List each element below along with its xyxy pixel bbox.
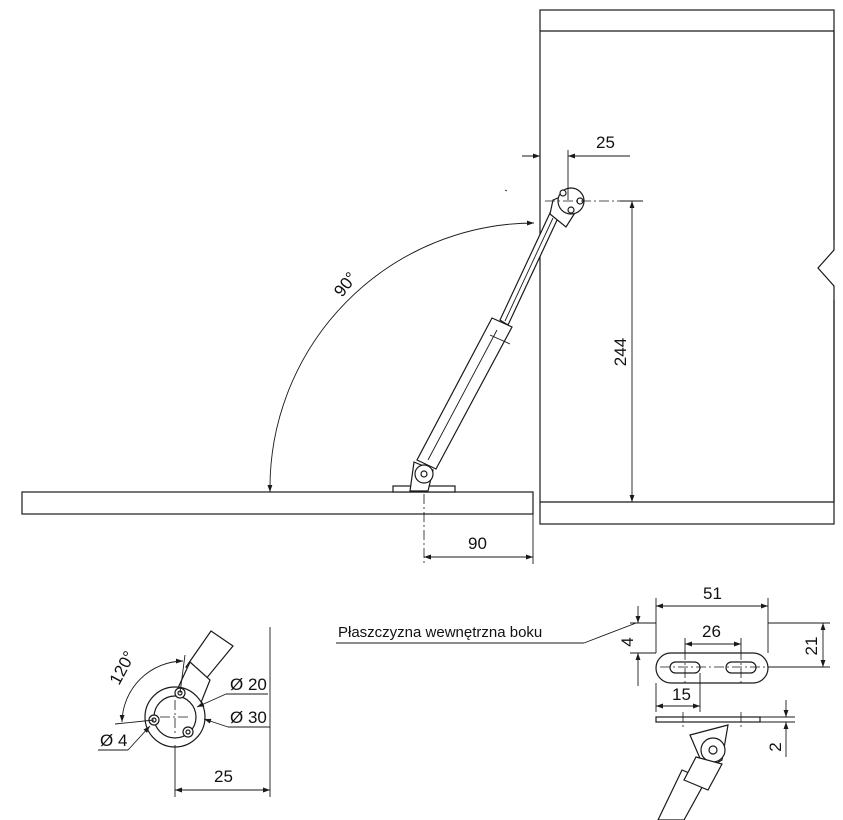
dim-offset-top-text: 25: [596, 133, 615, 152]
cabinet-side-panel: [539, 9, 843, 525]
dim-offset-bottom-text: 90: [468, 534, 487, 553]
gas-strut: [392, 187, 585, 493]
dim-offset-bottom: 90: [423, 494, 534, 564]
dim-mount-offset-text: 25: [214, 767, 233, 786]
dim-diameter-large-text: Ø 30: [230, 708, 267, 727]
dim-slot-offset-text: 15: [672, 685, 691, 704]
strut-bottom-mount: [392, 461, 456, 493]
angle-opening-text: 90°: [330, 268, 361, 300]
dim-plate-height-text: 21: [802, 637, 821, 656]
dim-edge-offset-text: 4: [618, 637, 637, 646]
flap-board: [21, 491, 534, 515]
dim-height: 244: [611, 200, 643, 502]
main-view: 25 244 90 90°: [21, 9, 843, 564]
angle-holes-text: 120°: [106, 648, 139, 688]
mount-detail: 120° Ø 20 Ø 30 Ø 4 25: [98, 627, 271, 797]
plate-detail: Płaszczyzna wewnętrzna boku 51 26 15 4: [336, 584, 830, 820]
dim-slot-spacing-text: 26: [702, 622, 721, 641]
dim-thickness-text: 2: [766, 742, 785, 751]
dim-diameter-small-text: Ø 20: [230, 675, 267, 694]
dim-plate-width-text: 51: [703, 584, 722, 603]
dim-offset-top: 25: [522, 133, 630, 200]
dim-hole-text: Ø 4: [100, 731, 127, 750]
inner-plane-label: Płaszczyzna wewnętrzna boku: [338, 624, 542, 641]
dim-height-text: 244: [611, 338, 630, 366]
